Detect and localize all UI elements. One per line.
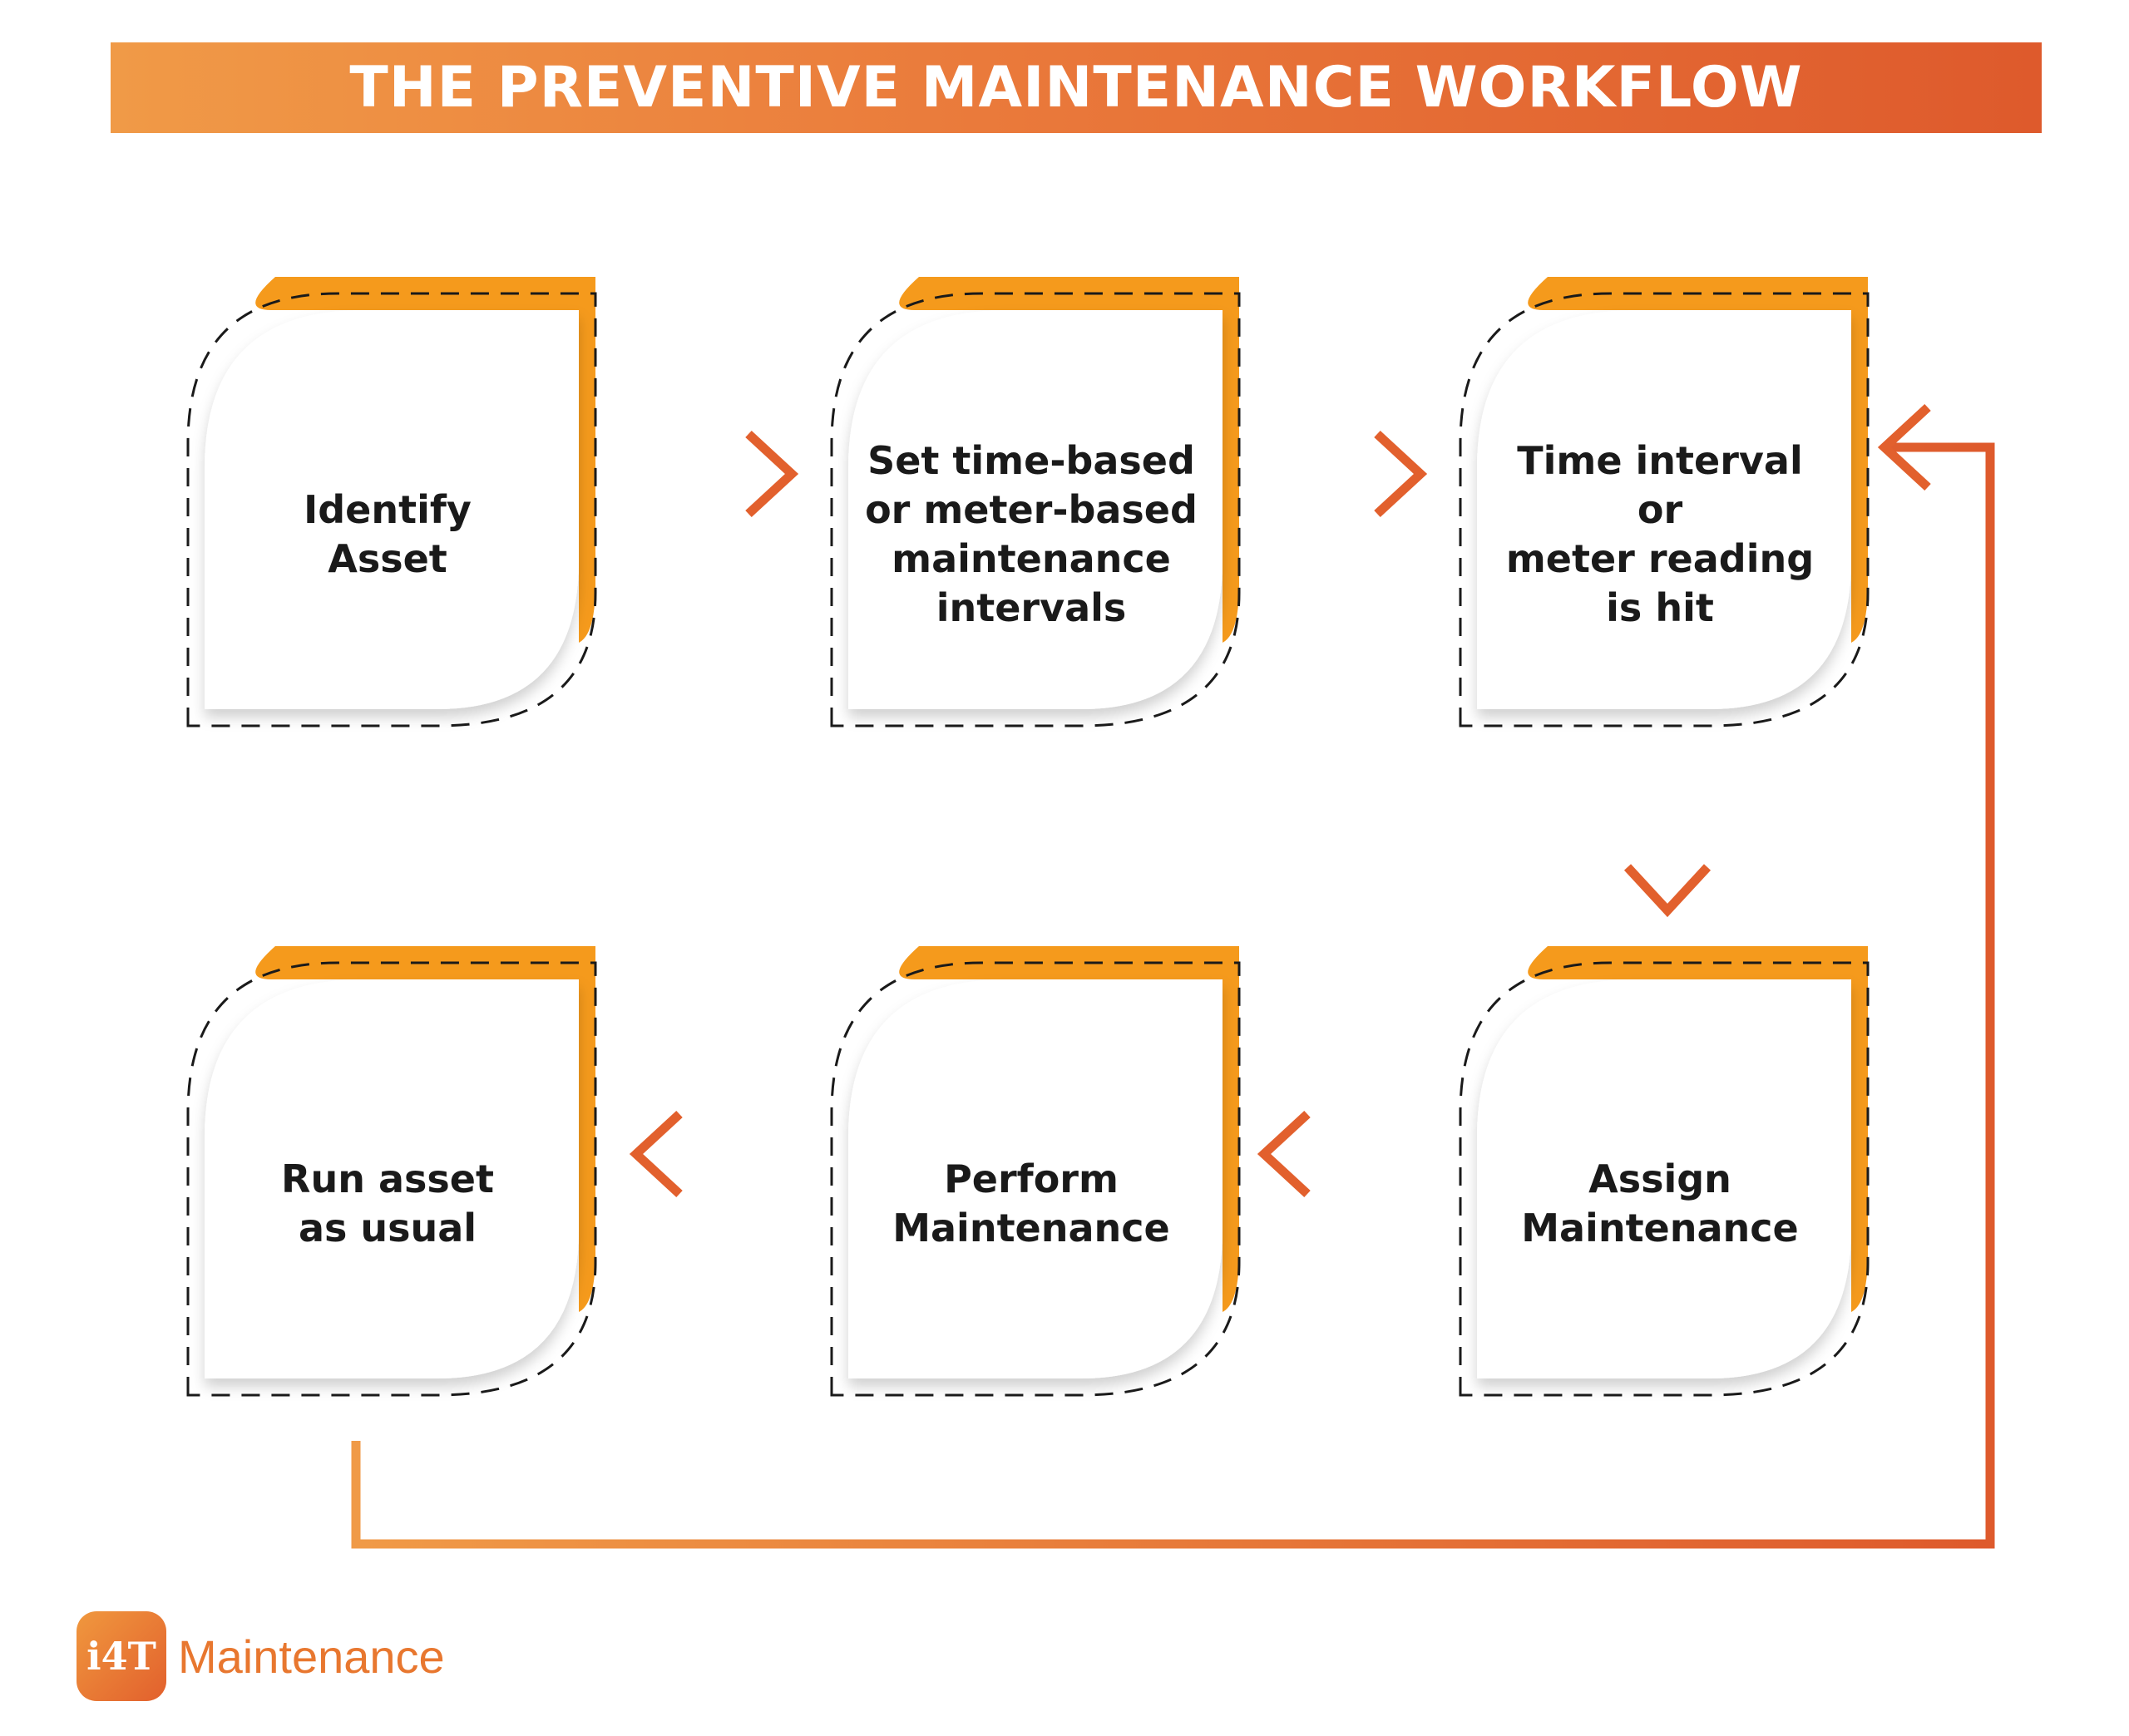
title-banner: THE PREVENTIVE MAINTENANCE WORKFLOW: [111, 42, 2042, 133]
step-assign-maintenance: Assign Maintenance: [1444, 963, 1876, 1445]
step-label: Time interval or meter reading is hit: [1505, 438, 1815, 630]
brand-logo: i4T Maintenance: [77, 1610, 445, 1702]
arrow-left-1: [1257, 1110, 1422, 1198]
step-label: Assign Maintenance: [1521, 1157, 1799, 1250]
step-identify-asset: Identify Asset: [171, 293, 604, 776]
step-label: Run asset as usual: [281, 1157, 494, 1250]
arrow-left-2: [629, 1110, 794, 1198]
logo-text: Maintenance: [178, 1630, 445, 1683]
arrow-down: [1623, 751, 1712, 918]
step-label: Perform Maintenance: [892, 1157, 1170, 1250]
logo-icon: i4T: [77, 1611, 166, 1701]
step-run-asset: Run asset as usual: [171, 963, 604, 1445]
step-label: Identify Asset: [304, 487, 472, 581]
step-interval-hit: Time interval or meter reading is hit: [1444, 293, 1876, 776]
arrow-right-1: [634, 430, 799, 518]
arrow-right-2: [1262, 430, 1428, 518]
arrow-loop-back: [351, 403, 1995, 1549]
step-perform-maintenance: Perform Maintenance: [815, 963, 1247, 1445]
page-title: THE PREVENTIVE MAINTENANCE WORKFLOW: [349, 55, 1803, 121]
logo-badge-text: i4T: [86, 1634, 156, 1679]
step-set-intervals: Set time-based or meter-based maintenanc…: [815, 293, 1247, 776]
step-label: Set time-based or meter-based maintenanc…: [865, 438, 1198, 630]
